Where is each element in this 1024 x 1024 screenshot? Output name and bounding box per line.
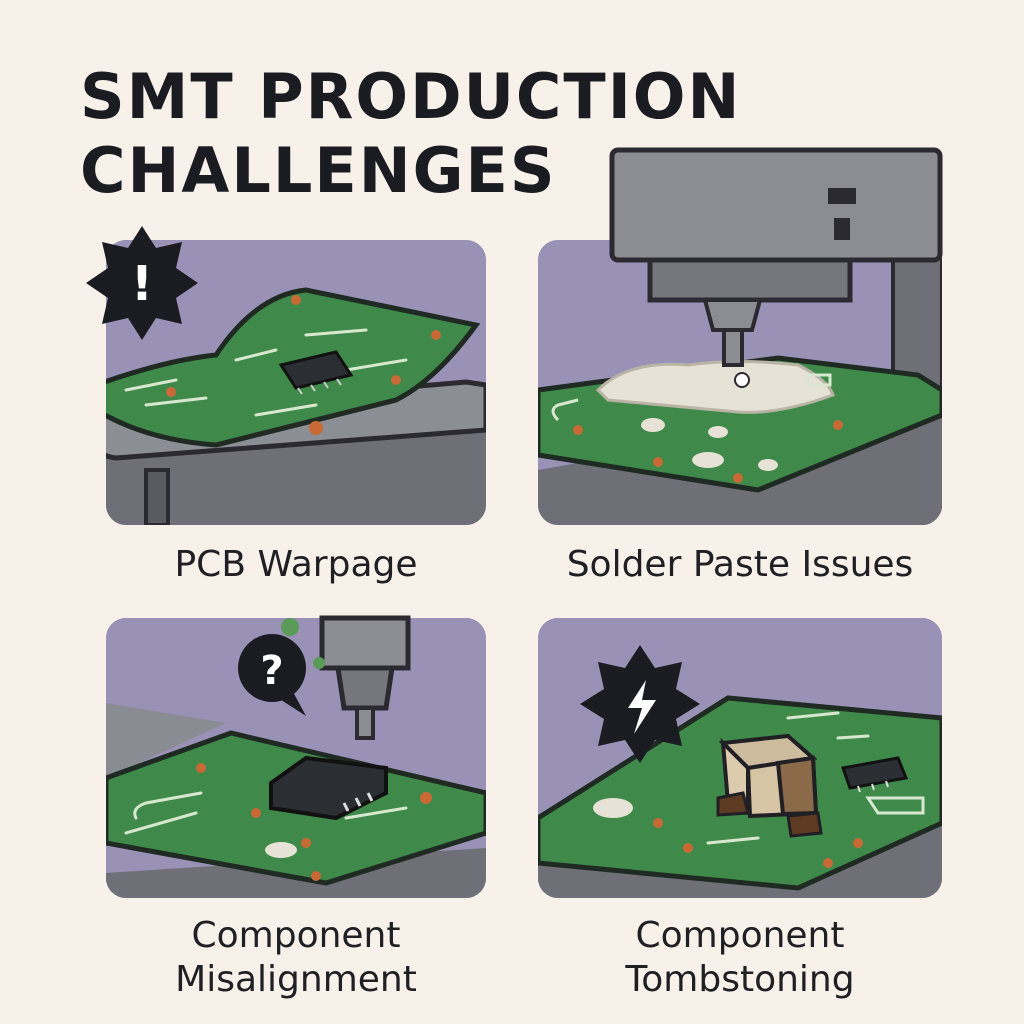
panel-pcb-warpage xyxy=(106,240,486,525)
caption-line: Solder Paste Issues xyxy=(566,544,914,585)
panel-component-tombstoning xyxy=(538,618,942,898)
caption-line: Component xyxy=(635,915,845,956)
solder-paste-illustration xyxy=(538,240,942,525)
pcb-warpage-illustration xyxy=(106,240,486,525)
panel-solder-paste-issues xyxy=(538,240,942,525)
caption-solder-paste-issues: Solder Paste Issues xyxy=(538,543,942,587)
tombstoning-illustration xyxy=(538,618,942,898)
panel-component-misalignment xyxy=(106,618,486,898)
misalignment-illustration xyxy=(106,618,486,898)
page-title: SMT PRODUCTION CHALLENGES xyxy=(80,60,741,208)
caption-line: Misalignment xyxy=(175,959,417,1000)
caption-line: Component xyxy=(191,915,401,956)
caption-line: PCB Warpage xyxy=(174,544,418,585)
caption-pcb-warpage: PCB Warpage xyxy=(106,543,486,587)
title-line-1: SMT PRODUCTION xyxy=(80,60,742,133)
caption-component-misalignment: Component Misalignment xyxy=(106,914,486,1002)
caption-component-tombstoning: Component Tombstoning xyxy=(538,914,942,1002)
title-line-2: CHALLENGES xyxy=(80,134,557,207)
caption-line: Tombstoning xyxy=(625,959,855,1000)
